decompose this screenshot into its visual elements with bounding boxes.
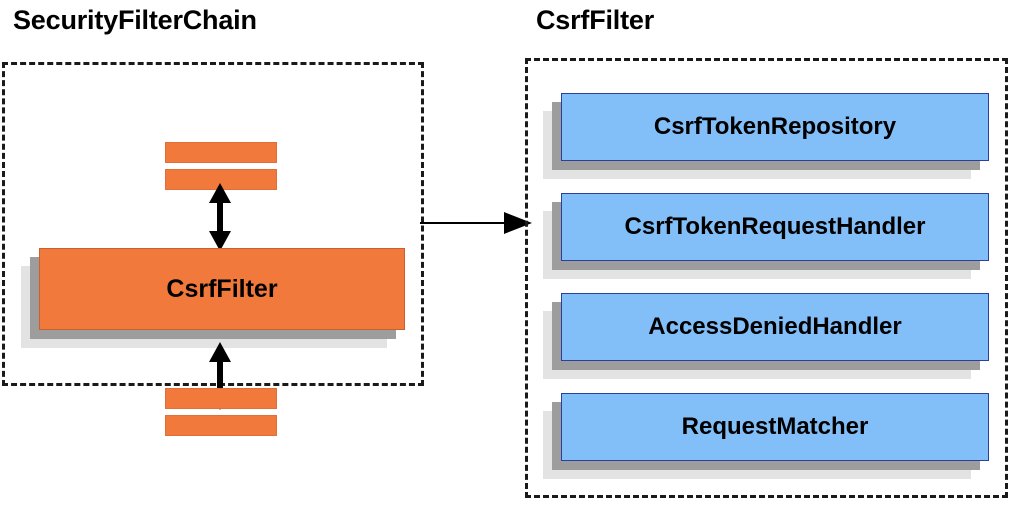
component-box-request-matcher[interactable]: RequestMatcher [543, 393, 989, 479]
chain-arrow-above-icon [209, 183, 231, 251]
component-box-face: AccessDeniedHandler [561, 293, 989, 361]
filter-bar-below-1 [165, 388, 277, 409]
filter-bar-below-2 [165, 415, 277, 436]
component-box-access-denied-handler[interactable]: AccessDeniedHandler [543, 293, 989, 379]
filter-bar-above-1 [165, 142, 277, 163]
component-box-label: RequestMatcher [681, 413, 869, 440]
component-box-label: CsrfTokenRepository [653, 113, 897, 140]
component-box-label: AccessDeniedHandler [648, 313, 902, 340]
expand-arrow-icon [420, 212, 532, 234]
csrf-filter-box[interactable]: CsrfFilter [21, 248, 405, 348]
component-box-csrf-token-repository[interactable]: CsrfTokenRepository [543, 93, 989, 179]
csrf-filter-box-label: CsrfFilter [166, 274, 278, 303]
csrf-filter-box-face: CsrfFilter [39, 248, 405, 330]
csrf-filter-panel [525, 58, 1008, 498]
component-box-face: CsrfTokenRepository [561, 93, 989, 161]
component-box-face: CsrfTokenRequestHandler [561, 193, 989, 261]
page-title-security-filter-chain: SecurityFilterChain [13, 5, 257, 35]
component-box-face: RequestMatcher [561, 393, 989, 461]
page-title-csrf-filter: CsrfFilter [536, 5, 655, 35]
component-box-csrf-token-request-handler[interactable]: CsrfTokenRequestHandler [543, 193, 989, 279]
security-filter-chain-panel: CsrfFilter [2, 62, 424, 436]
component-box-label: CsrfTokenRequestHandler [624, 213, 926, 240]
